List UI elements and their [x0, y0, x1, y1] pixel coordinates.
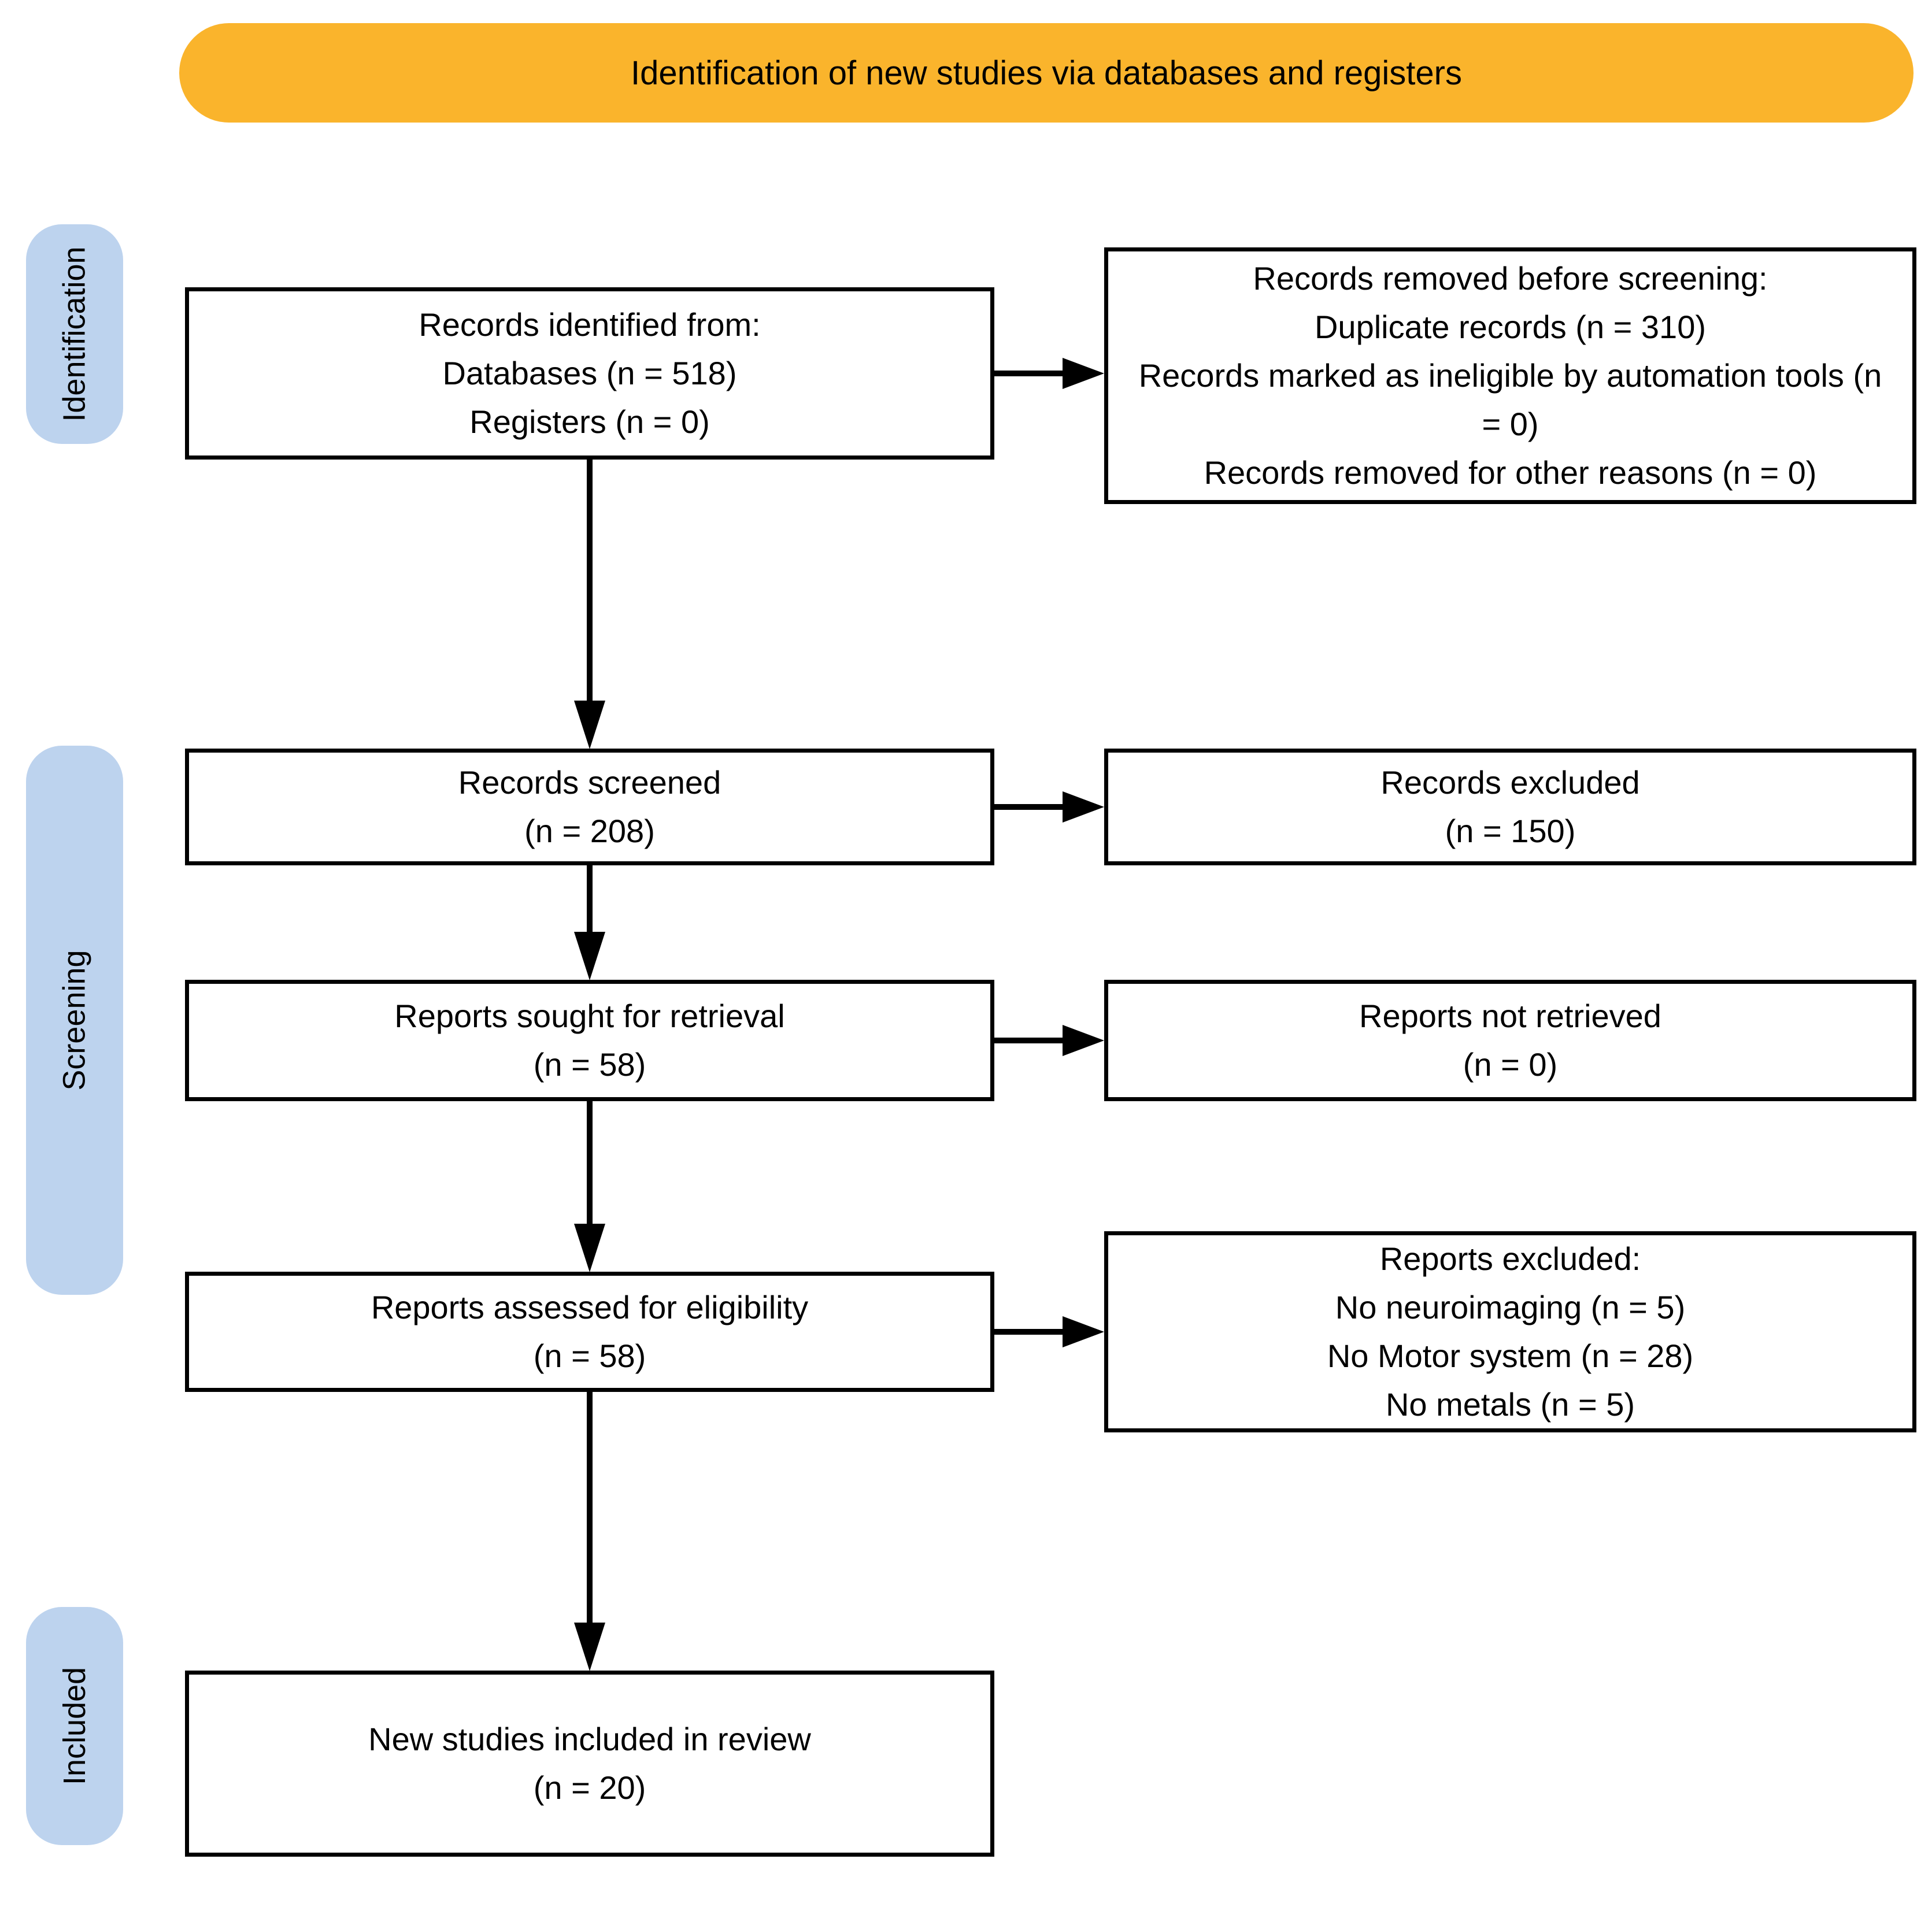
connector-line: [587, 460, 593, 705]
box-line: Records identified from:: [419, 306, 761, 343]
box-line: New studies included in review: [368, 1721, 811, 1757]
arrow-down-icon: [574, 932, 605, 980]
stage-screening: Screening: [26, 746, 123, 1295]
box-line: No neuroimaging (n = 5): [1335, 1289, 1686, 1325]
stage-included: Included: [26, 1607, 123, 1845]
stage-identification: Identification: [26, 224, 123, 444]
box-line: (n = 20): [533, 1769, 646, 1806]
new-studies-included-box: New studies included in review (n = 20): [185, 1671, 994, 1857]
reports-assessed-box: Reports assessed for eligibility (n = 58…: [185, 1272, 994, 1392]
arrow-right-icon: [1063, 791, 1104, 823]
box-line: Reports assessed for eligibility: [371, 1289, 809, 1325]
arrow-down-icon: [574, 1623, 605, 1671]
arrow-down-icon: [574, 1224, 605, 1272]
records-removed-box: Records removed before screening: Duplic…: [1104, 247, 1916, 504]
box-line: No metals (n = 5): [1385, 1386, 1635, 1423]
box-line: Records marked as ineligible by automati…: [1138, 357, 1882, 442]
records-identified-box: Records identified from: Databases (n = …: [185, 287, 994, 460]
arrow-right-icon: [1063, 1316, 1104, 1347]
stage-label: Identification: [57, 246, 92, 422]
box-line: Duplicate records (n = 310): [1314, 309, 1706, 345]
connector-line: [587, 1101, 593, 1226]
box-line: Records removed for other reasons (n = 0…: [1204, 454, 1817, 491]
box-line: Reports not retrieved: [1359, 998, 1661, 1034]
connector-line: [994, 804, 1065, 810]
arrow-right-icon: [1063, 358, 1104, 389]
connector-line: [587, 1392, 593, 1624]
connector-line: [994, 371, 1065, 376]
connector-line: [994, 1329, 1065, 1335]
reports-excluded-box: Reports excluded: No neuroimaging (n = 5…: [1104, 1231, 1916, 1432]
box-line: (n = 0): [1463, 1046, 1558, 1083]
reports-sought-box: Reports sought for retrieval (n = 58): [185, 980, 994, 1101]
box-line: (n = 208): [524, 813, 655, 849]
box-line: Reports sought for retrieval: [394, 998, 785, 1034]
box-line: Records excluded: [1380, 764, 1640, 801]
title-banner: Identification of new studies via databa…: [179, 23, 1914, 123]
box-line: Registers (n = 0): [469, 403, 710, 440]
box-line: (n = 58): [533, 1338, 646, 1374]
diagram-title: Identification of new studies via databa…: [631, 54, 1462, 92]
arrow-down-icon: [574, 701, 605, 749]
box-line: Reports excluded:: [1379, 1240, 1641, 1277]
reports-not-retrieved-box: Reports not retrieved (n = 0): [1104, 980, 1916, 1101]
stage-label: Screening: [57, 950, 92, 1091]
box-line: Records removed before screening:: [1253, 260, 1768, 297]
connector-line: [587, 865, 593, 935]
box-line: (n = 58): [533, 1046, 646, 1083]
box-line: Databases (n = 518): [442, 355, 737, 391]
connector-line: [994, 1038, 1065, 1043]
box-line: No Motor system (n = 28): [1327, 1338, 1694, 1374]
stage-label: Included: [57, 1667, 92, 1786]
box-line: (n = 150): [1445, 813, 1576, 849]
records-screened-box: Records screened (n = 208): [185, 749, 994, 865]
records-excluded-box: Records excluded (n = 150): [1104, 749, 1916, 865]
box-line: Records screened: [458, 764, 721, 801]
arrow-right-icon: [1063, 1025, 1104, 1056]
